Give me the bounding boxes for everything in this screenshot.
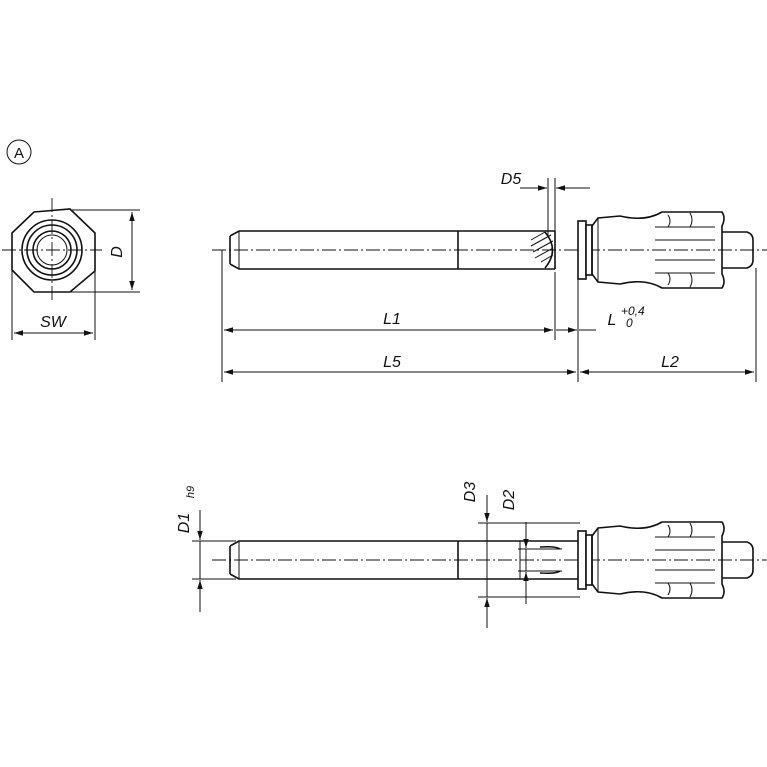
label-d5: D5 <box>501 171 522 188</box>
label-l5: L5 <box>383 354 401 371</box>
label-d2: D2 <box>501 490 518 511</box>
label-l: L <box>608 312 617 329</box>
dimension-sw: SW <box>11 270 96 340</box>
label-l-tol-upper: +0,4 <box>621 304 645 318</box>
label-l-tol-lower: 0 <box>626 316 633 330</box>
label-d3: D3 <box>462 482 479 503</box>
dimension-d2: D2 <box>501 490 562 604</box>
pin-side-view-top <box>212 211 767 289</box>
dimension-l2: L2 <box>580 268 757 382</box>
dimension-l: L +0,4 0 <box>556 272 645 382</box>
label-d: D <box>109 246 126 258</box>
label-d1: D1 <box>176 513 193 533</box>
view-marker-a: A <box>6 139 32 165</box>
label-sw: SW <box>40 314 68 331</box>
hex-end-view <box>2 198 102 302</box>
label-l2: L2 <box>661 354 679 371</box>
dimension-d5: D5 <box>501 171 590 236</box>
view-marker-label: A <box>14 145 24 162</box>
dimension-d: D <box>70 209 140 293</box>
dimension-d1: D1 h9 <box>176 486 236 612</box>
label-l1: L1 <box>383 311 401 328</box>
label-d1-tol: h9 <box>185 486 197 498</box>
pin-side-view-bottom <box>212 521 767 599</box>
dimension-l1: L1 <box>221 250 556 382</box>
detent-balls <box>530 231 556 269</box>
dimension-l5: L5 <box>224 354 576 375</box>
dimension-d3: D3 <box>462 482 580 628</box>
